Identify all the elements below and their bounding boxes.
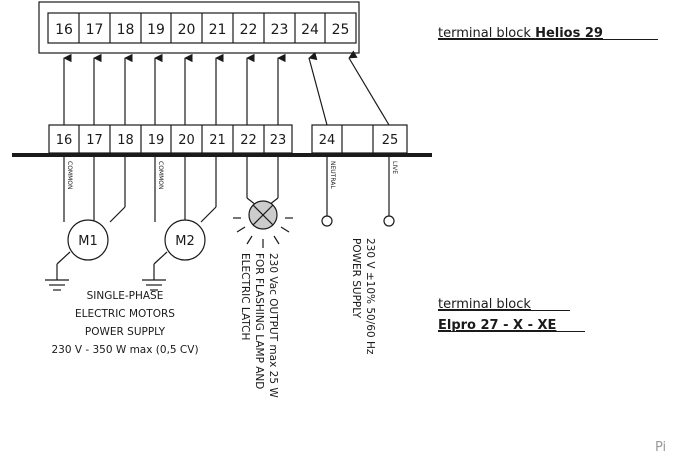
svg-text:ELECTRIC LATCH: ELECTRIC LATCH [239,253,251,340]
svg-text:230 Vac OUTPUT max 25 W: 230 Vac OUTPUT max 25 W [267,253,279,398]
motor-m1-wiring: M1 [45,157,126,291]
bottom-terminal-20: 20 [178,133,195,148]
motor-m2-label: M2 [175,234,195,249]
top-terminal-17: 17 [86,22,104,38]
top-terminal-20: 20 [178,22,196,38]
bottom-terminal-19: 19 [148,133,165,148]
bottom-terminal-22: 22 [240,133,257,148]
svg-text:POWER SUPPLY: POWER SUPPLY [350,238,362,319]
top-block-label: terminal block Helios 29 [438,26,603,41]
bottom-terminal-17: 17 [86,133,103,148]
top-terminal-16: 16 [55,22,73,38]
svg-text:SINGLE-PHASE: SINGLE-PHASE [87,290,164,302]
motor-m1-label: M1 [78,234,98,249]
lamp-note: 230 Vac OUTPUT max 25 W FOR FLASHING LAM… [239,253,279,398]
bottom-terminal-25: 25 [382,133,399,148]
motor-m2-symbol [164,219,206,261]
svg-text:FOR FLASHING LAMP AND: FOR FLASHING LAMP AND [253,253,265,389]
svg-text:POWER SUPPLY: POWER SUPPLY [85,326,166,338]
top-terminal-21: 21 [209,22,227,38]
top-terminal-22: 22 [240,22,258,38]
bottom-block-label-prefix: terminal block [438,297,531,312]
bottom-terminal-18: 18 [117,133,134,148]
bottom-terminal-16: 16 [56,133,73,148]
power-supply-wiring [321,157,395,227]
bottom-block-label-name: Elpro 27 - X - XE [438,318,556,333]
flashing-lamp-wiring [233,157,293,248]
connection-arrows [63,50,390,126]
motor-m1-symbol [67,219,109,261]
motors-note: SINGLE-PHASE ELECTRIC MOTORS POWER SUPPL… [51,290,198,356]
top-terminal-23: 23 [271,22,289,38]
svg-text:ELECTRIC MOTORS: ELECTRIC MOTORS [75,308,175,320]
motor-m2-wiring: M2 [142,157,217,291]
top-terminal-24: 24 [301,22,319,38]
common-tag-1: COMMON [66,161,73,189]
power-note: 230 V ±10% 50/60 Hz POWER SUPPLY [350,238,376,355]
bottom-terminal-21: 21 [209,133,226,148]
top-terminal-block: 16 17 18 19 20 21 22 23 24 25 [38,1,360,54]
common-tag-2: COMMON [157,161,164,189]
live-tag: LIVE [391,161,398,174]
bottom-terminal-24: 24 [319,133,336,148]
top-terminal-19: 19 [147,22,165,38]
terminal-bar [12,153,432,157]
neutral-tag: NEUTRAL [329,161,336,189]
svg-text:230 V ±10% 50/60 Hz: 230 V ±10% 50/60 Hz [364,238,376,355]
top-terminal-25: 25 [332,22,350,38]
bottom-terminal-23: 23 [270,133,287,148]
svg-text:230 V - 350 W max (0,5 CV): 230 V - 350 W max (0,5 CV) [51,344,198,356]
watermark-text: Pi [655,440,666,455]
top-terminal-18: 18 [117,22,135,38]
bottom-terminal-block: 16 17 18 19 20 21 22 23 24 25 [12,124,432,157]
